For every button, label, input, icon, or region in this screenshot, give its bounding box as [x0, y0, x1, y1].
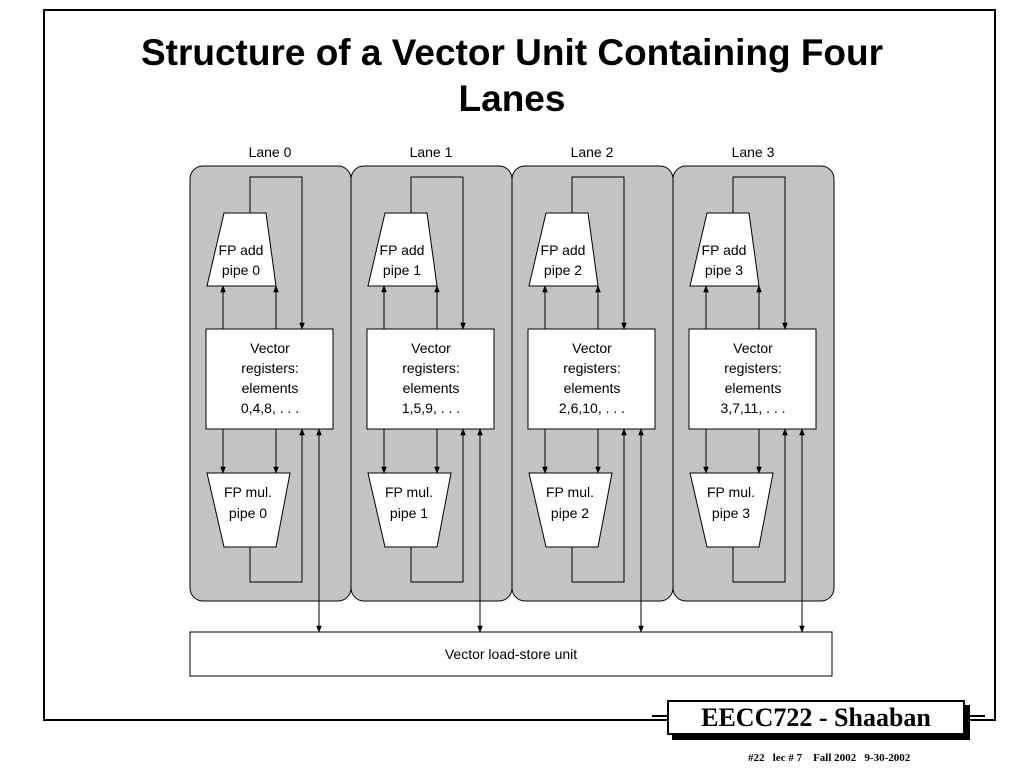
fp-mul-pipe: [206, 472, 291, 548]
vector-registers-box: [688, 328, 817, 430]
add-feedback-line: [410, 176, 466, 330]
fp-add-label: FP add: [219, 242, 264, 258]
lane-label: Lane 2: [571, 144, 614, 160]
vector-registers-label: elements: [403, 380, 460, 396]
fp-mul-pipe: [689, 472, 774, 548]
vector-registers-label: Vector: [411, 340, 451, 356]
fp-add-label: FP add: [702, 242, 747, 258]
vector-registers-label: 3,7,11, . . .: [720, 400, 785, 416]
vector-registers-box: [366, 328, 495, 430]
vector-registers-box: [527, 328, 656, 430]
lane-2: Lane 2 FP add pipe 2 Vector registers: elemen…: [511, 144, 674, 633]
fp-mul-label: FP mul.: [224, 484, 272, 500]
vector-registers-label: registers:: [724, 360, 782, 376]
slide-frame: [43, 9, 996, 721]
vector-registers-label: elements: [725, 380, 782, 396]
title-line-2: Lanes: [458, 78, 566, 119]
title-line-1: Structure of a Vector Unit Containing Fo…: [140, 32, 884, 73]
vector-registers-label: registers:: [563, 360, 621, 376]
mul-feedback-line: [249, 428, 305, 583]
fp-mul-pipe-label: pipe 2: [551, 505, 589, 521]
badge-box: [667, 700, 965, 735]
badge-tick-right: [970, 715, 985, 717]
vector-registers-label: 0,4,8, . . .: [241, 400, 299, 416]
badge-label: EECC722 - Shaaban: [701, 703, 931, 732]
lane-3: Lane 3 FP add pipe 3 Vector registers: elemen…: [672, 144, 835, 633]
vector-registers-label: elements: [564, 380, 621, 396]
mul-feedback-line: [410, 428, 466, 583]
lane-0: Lane 0 FP add pipe 0 Vector registers: elemen…: [189, 144, 352, 633]
vector-registers-label: 2,6,10, . . .: [559, 400, 625, 416]
fp-mul-label: FP mul.: [707, 484, 755, 500]
add-feedback-line: [732, 176, 788, 330]
load-store-unit: Vector load-store unit: [189, 631, 833, 677]
vector-registers-label: elements: [242, 380, 299, 396]
vector-registers-box: [205, 328, 334, 430]
fp-mul-pipe: [528, 472, 613, 548]
fp-mul-label: FP mul.: [385, 484, 433, 500]
load-store-box: [189, 631, 833, 677]
vector-registers-label: Vector: [250, 340, 290, 356]
vector-registers-label: registers:: [241, 360, 299, 376]
fp-mul-pipe-label: pipe 0: [229, 505, 267, 521]
fp-add-pipe-label: pipe 0: [222, 262, 260, 278]
fp-add-label: FP add: [380, 242, 425, 258]
mul-feedback-line: [571, 428, 627, 583]
vector-registers-label: registers:: [402, 360, 460, 376]
course-badge: EECC722 - Shaaban: [667, 700, 970, 740]
add-feedback-line: [571, 176, 627, 330]
lane-label: Lane 3: [732, 144, 775, 160]
slide-footer: #22 lec # 7 Fall 2002 9-30-2002: [748, 752, 911, 764]
lane-label: Lane 0: [249, 144, 292, 160]
fp-add-label: FP add: [541, 242, 586, 258]
fp-add-pipe-label: pipe 2: [544, 262, 582, 278]
lane-label: Lane 1: [410, 144, 453, 160]
fp-mul-pipe: [367, 472, 452, 548]
vector-registers-label: 1,5,9, . . .: [402, 400, 460, 416]
vector-registers-label: Vector: [733, 340, 773, 356]
fp-mul-pipe-label: pipe 3: [712, 505, 750, 521]
fp-add-pipe-label: pipe 3: [705, 262, 743, 278]
fp-mul-pipe-label: pipe 1: [390, 505, 428, 521]
badge-tick-left: [652, 715, 667, 717]
load-store-label: Vector load-store unit: [445, 646, 577, 662]
slide-title: Structure of a Vector Unit Containing Fo…: [60, 30, 964, 122]
vector-registers-label: Vector: [572, 340, 612, 356]
mul-feedback-line: [732, 428, 788, 583]
fp-mul-label: FP mul.: [546, 484, 594, 500]
fp-add-pipe-label: pipe 1: [383, 262, 421, 278]
add-feedback-line: [249, 176, 305, 330]
lane-1: Lane 1 FP add pipe 1 Vector registers: elemen…: [350, 144, 513, 633]
